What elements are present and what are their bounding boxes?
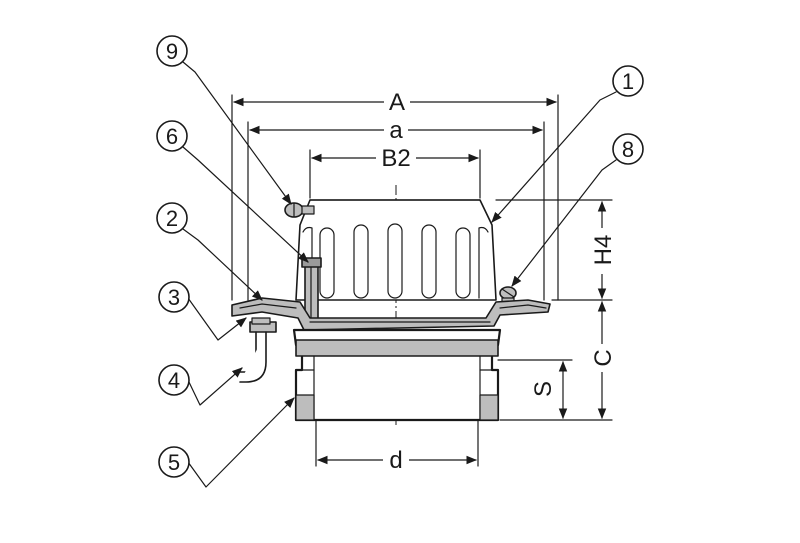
svg-text:8: 8 [622,137,634,162]
dim-label-d: d [389,447,402,474]
svg-text:9: 9 [166,39,178,64]
callout-1: 1 [612,65,644,97]
svg-text:5: 5 [168,450,180,475]
leader-lines [182,61,617,488]
underdeck-bracket [239,317,277,383]
svg-text:6: 6 [166,124,178,149]
callout-2: 2 [156,202,188,234]
drain-body [292,328,502,422]
svg-text:1: 1 [622,69,634,94]
dim-label-A: A [389,89,405,116]
callout-8: 8 [612,133,644,165]
dim-label-S: S [530,381,557,397]
svg-text:3: 3 [168,285,180,310]
svg-text:4: 4 [168,368,180,393]
dim-label-C: C [590,349,617,366]
extension-lines [231,94,613,467]
svg-text:2: 2 [166,206,178,231]
callout-4: 4 [158,364,190,396]
clamping-ring [231,297,551,331]
callout-6: 6 [156,120,188,152]
dim-label-H4: H4 [590,235,617,266]
dome-strainer [295,199,497,301]
callout-9: 9 [156,35,188,67]
callout-5: 5 [158,446,190,478]
callout-3: 3 [158,281,190,313]
dim-label-a: a [389,117,403,144]
dim-label-B2: B2 [381,145,410,172]
strainer-screw [284,202,315,218]
